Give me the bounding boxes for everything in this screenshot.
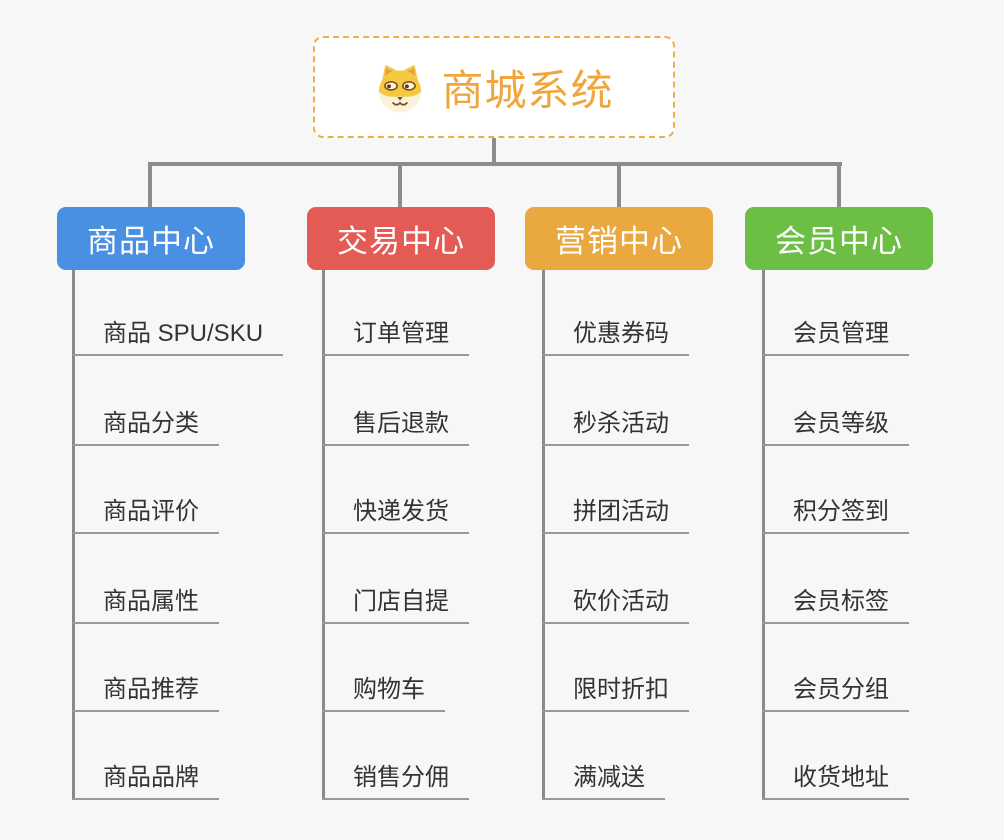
branch-trunk-line [72,270,75,800]
child-node[interactable]: 会员管理 [762,316,909,356]
child-node[interactable]: 销售分佣 [322,760,469,800]
child-node[interactable]: 砍价活动 [542,584,689,624]
child-node[interactable]: 商品品牌 [72,760,219,800]
branch-node-trade-center[interactable]: 交易中心 [307,207,495,270]
child-node[interactable]: 会员标签 [762,584,909,624]
root-node[interactable]: 商城系统 [313,36,675,138]
root-label: 商城系统 [441,66,614,114]
child-node[interactable]: 商品推荐 [72,672,219,712]
connector-drop-trade-center [398,162,402,210]
branch-trunk-line [762,270,765,800]
branch-label: 交易中心 [337,224,465,259]
branch-trunk-line [322,270,325,800]
child-node[interactable]: 商品分类 [72,406,219,446]
child-node[interactable]: 优惠券码 [542,316,689,356]
child-node[interactable]: 秒杀活动 [542,406,689,446]
branch-node-marketing-center[interactable]: 营销中心 [525,207,713,270]
branch-label: 会员中心 [775,224,903,259]
child-node[interactable]: 商品 SPU/SKU [72,316,284,356]
branch-node-product-center[interactable]: 商品中心 [57,207,245,270]
child-node[interactable]: 积分签到 [762,494,909,534]
child-node[interactable]: 售后退款 [322,406,469,446]
connector-drop-member-center [837,162,841,210]
branch-label: 商品中心 [87,224,215,259]
child-node[interactable]: 购物车 [322,672,445,712]
connector-drop-marketing-center [617,162,621,210]
child-node[interactable]: 满减送 [542,760,665,800]
child-node[interactable]: 收货地址 [762,760,909,800]
dog-face-icon [379,64,422,113]
child-node[interactable]: 限时折扣 [542,672,689,712]
child-node[interactable]: 会员分组 [762,672,909,712]
child-node[interactable]: 门店自提 [322,584,469,624]
connector-horizontal-bar [148,162,842,166]
child-node[interactable]: 快递发货 [322,494,469,534]
branch-label: 营销中心 [555,224,683,259]
child-node[interactable]: 商品评价 [72,494,219,534]
child-node[interactable]: 订单管理 [322,316,469,356]
child-node[interactable]: 会员等级 [762,406,909,446]
child-node[interactable]: 商品属性 [72,584,219,624]
branch-node-member-center[interactable]: 会员中心 [745,207,933,270]
branch-trunk-line [542,270,545,800]
connector-root-stub [492,138,496,166]
child-node[interactable]: 拼团活动 [542,494,689,534]
connector-drop-product-center [148,162,152,210]
